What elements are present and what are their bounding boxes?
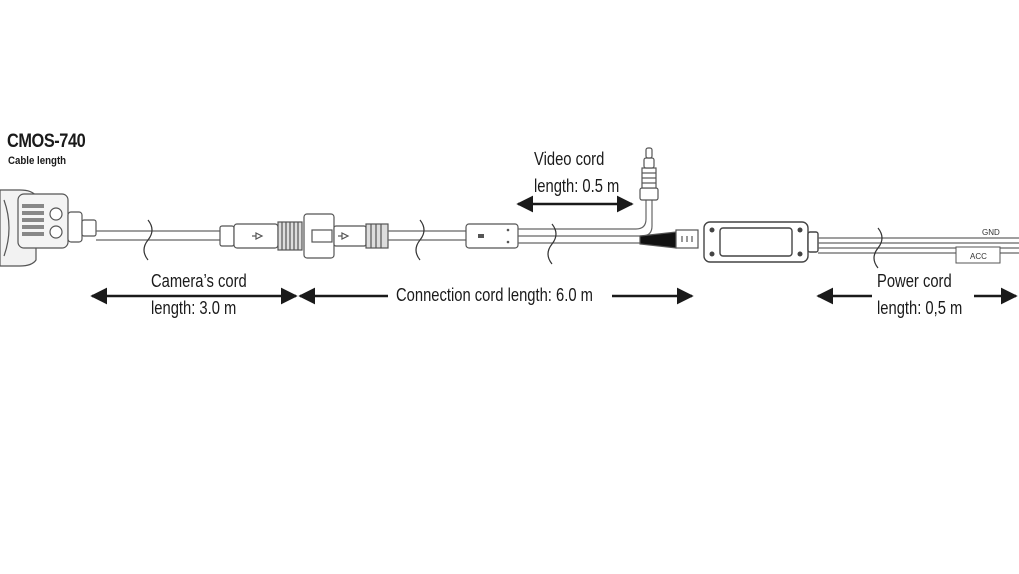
splitter-box [465, 223, 519, 249]
power-cord-label-line2: length: 0,5 m [877, 298, 963, 318]
connection-cord [388, 219, 466, 261]
small-plug-icon [639, 229, 699, 249]
power-cord-label-line1: Power cord [877, 271, 952, 291]
split-cables [518, 200, 676, 265]
rca-plug-icon [639, 147, 659, 201]
camera-cord-label-line2: length: 3.0 m [151, 298, 237, 318]
acc-tag: ACC [970, 252, 987, 261]
video-cord-label-line2: length: 0.5 m [534, 176, 620, 196]
diagram-subtitle: Cable length [8, 155, 67, 167]
diagram-title: CMOS-740 [7, 131, 86, 152]
power-cord-label: Power cord length: 0,5 m [877, 268, 962, 322]
connection-cord-label: Connection cord length: 6.0 m [396, 285, 593, 305]
video-cord-label-line1: Video cord [534, 149, 605, 169]
camera-cord [96, 219, 222, 261]
camera-cord-label-line1: Camera’s cord [151, 271, 247, 291]
dimension-arrows [90, 195, 1018, 305]
mating-connector [303, 213, 389, 259]
camera-cord-label: Camera’s cord length: 3.0 m [151, 268, 247, 322]
power-module [703, 221, 819, 263]
camera-connector [219, 221, 303, 251]
camera-icon [0, 189, 97, 267]
acc-tag-box [955, 246, 1001, 264]
video-cord-label: Video cord length: 0.5 m [534, 146, 619, 200]
gnd-tag: GND [982, 228, 1000, 237]
